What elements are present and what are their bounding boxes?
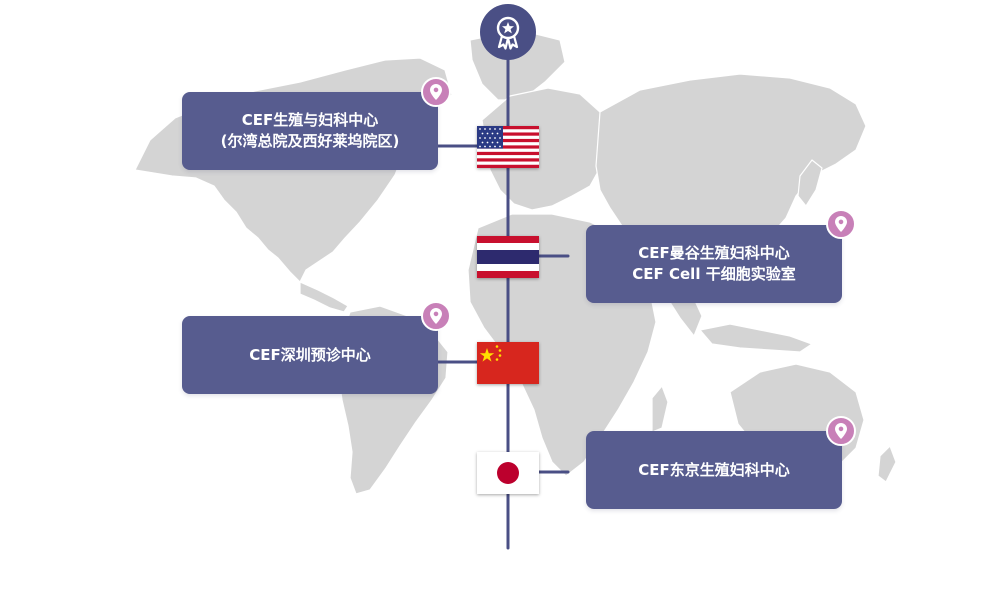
map-madagascar xyxy=(651,385,669,433)
location-card-japan: CEF东京生殖妇科中心 xyxy=(586,431,842,509)
map-pin-icon xyxy=(826,416,856,446)
china-flag-icon xyxy=(477,342,539,384)
map-pin-icon xyxy=(826,209,856,239)
location-title: CEF曼谷生殖妇科中心 xyxy=(638,244,790,262)
location-title: CEF东京生殖妇科中心 xyxy=(638,460,790,479)
map-indonesia xyxy=(699,323,813,353)
location-subtitle: (尔湾总院及西好莱坞院区) xyxy=(220,132,400,150)
thailand-flag-icon xyxy=(477,236,539,278)
location-title: CEF深圳预诊中心 xyxy=(249,345,371,364)
map-central-america xyxy=(299,281,349,313)
usa-flag-icon xyxy=(477,126,539,168)
map-europe xyxy=(481,87,609,211)
location-card-thailand: CEF曼谷生殖妇科中心 CEF Cell 干细胞实验室 xyxy=(586,225,842,303)
location-card-china: CEF深圳预诊中心 xyxy=(182,316,438,394)
map-pin-icon xyxy=(421,77,451,107)
location-card-usa: CEF生殖与妇科中心 (尔湾总院及西好莱坞院区) xyxy=(182,92,438,170)
location-subtitle: CEF Cell 干细胞实验室 xyxy=(632,265,796,283)
map-japan xyxy=(797,159,823,207)
map-pin-icon xyxy=(421,301,451,331)
japan-flag-icon xyxy=(477,452,539,494)
map-new-zealand xyxy=(877,445,897,483)
location-title: CEF生殖与妇科中心 xyxy=(241,111,379,129)
award-ribbon-icon xyxy=(480,4,536,60)
